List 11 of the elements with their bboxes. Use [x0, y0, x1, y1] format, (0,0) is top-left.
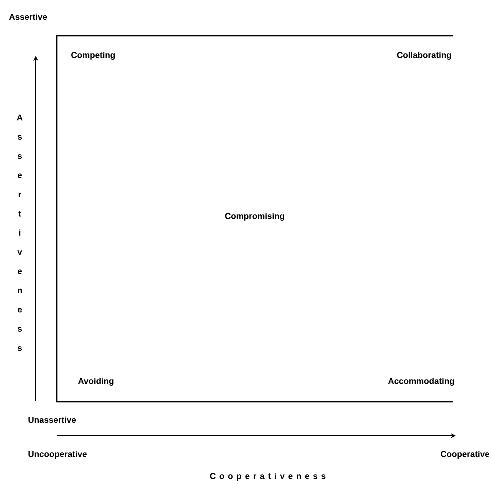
axis-end-label: Cooperative	[441, 451, 490, 459]
axis-title: Assertiveness	[17, 114, 23, 352]
axis-end-label: Uncooperative	[28, 451, 87, 459]
quadrant-label: Accommodating	[388, 378, 454, 386]
quadrant-label: Compromising	[225, 213, 284, 221]
quadrant-label: Avoiding	[78, 378, 114, 386]
quadrant-label: Assertive	[9, 14, 48, 20]
axis-end-label: Unassertive	[28, 416, 76, 424]
quadrant-label: Collaborating	[397, 52, 452, 60]
quadrant-label: Competing	[72, 52, 116, 60]
axis-title: C o o p e r a t i v e n e s s	[210, 473, 326, 481]
